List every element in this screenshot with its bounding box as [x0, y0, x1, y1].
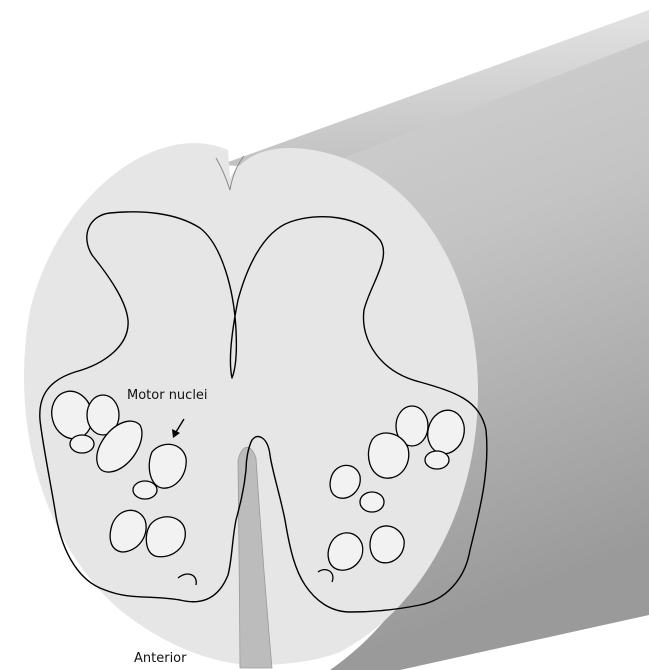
nucleus [70, 435, 94, 453]
anterior-label: Anterior [134, 651, 187, 666]
nucleus [133, 481, 157, 499]
nucleus [425, 451, 449, 469]
nucleus [360, 492, 384, 512]
nucleus [370, 526, 404, 563]
nucleus [368, 433, 408, 478]
motor-nuclei-label: Motor nuclei [127, 388, 208, 403]
